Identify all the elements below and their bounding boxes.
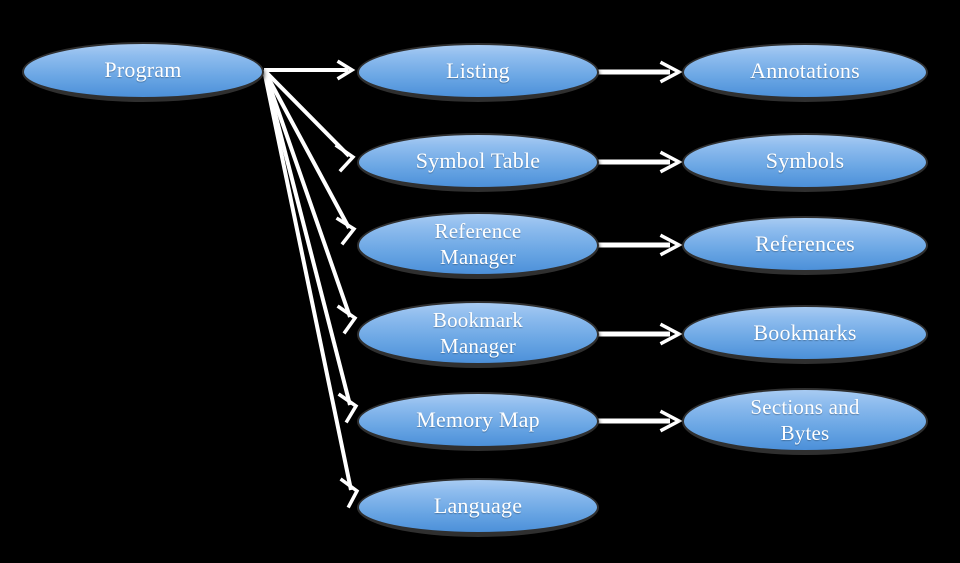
arrowhead-sections-and-bytes <box>659 409 683 433</box>
node-symbol-table[interactable]: Symbol Table <box>357 133 599 192</box>
node-annotations-label: Annotations <box>750 57 860 83</box>
edge-program-memory-map <box>262 69 352 406</box>
horizontal-arrowheads <box>659 60 683 433</box>
node-bookmarks-label: Bookmarks <box>753 319 857 345</box>
node-program-label: Program <box>104 57 182 83</box>
node-memory-map-label: Memory Map <box>416 406 540 432</box>
edge-program-symbol-table <box>262 68 351 158</box>
node-bookmark-manager[interactable]: Bookmark Manager <box>357 301 599 368</box>
arrowhead-bookmarks <box>659 322 683 346</box>
node-memory-map[interactable]: Memory Map <box>357 392 599 451</box>
edge-program-bookmark-manager <box>262 69 352 318</box>
node-sections-and-bytes-label: Sections and Bytes <box>750 394 860 445</box>
node-symbol-table-label: Symbol Table <box>415 147 541 173</box>
fanout-edges <box>262 68 353 491</box>
node-references-label: References <box>755 230 855 256</box>
arrowhead-annotations <box>659 60 683 84</box>
horizontal-edges <box>598 69 670 424</box>
arrowhead-bookmark-manager <box>336 304 358 335</box>
node-bookmarks[interactable]: Bookmarks <box>682 305 928 364</box>
edge-program-reference-manager <box>262 69 351 229</box>
node-language-label: Language <box>433 492 523 518</box>
node-symbols[interactable]: Symbols <box>682 133 928 192</box>
node-sections-and-bytes[interactable]: Sections and Bytes <box>682 388 928 455</box>
node-language[interactable]: Language <box>357 478 599 537</box>
node-reference-manager-label: Reference Manager <box>434 218 522 269</box>
arrowhead-language <box>339 477 360 509</box>
node-bookmark-manager-label: Bookmark Manager <box>432 307 524 358</box>
arrowhead-symbol-table <box>334 143 356 173</box>
node-listing-label: Listing <box>446 57 510 83</box>
arrowhead-references <box>659 233 683 257</box>
node-annotations[interactable]: Annotations <box>682 43 928 102</box>
arrowhead-reference-manager <box>335 216 357 246</box>
node-program[interactable]: Program <box>22 42 264 102</box>
arrowhead-memory-map <box>337 392 359 424</box>
fanout-arrowheads <box>334 59 360 509</box>
arrowhead-listing <box>336 59 356 81</box>
node-reference-manager[interactable]: Reference Manager <box>357 212 599 279</box>
node-listing[interactable]: Listing <box>357 43 599 102</box>
node-symbols-label: Symbols <box>765 147 845 173</box>
edge-program-language <box>262 69 353 491</box>
arrowhead-symbols <box>659 150 683 174</box>
node-references[interactable]: References <box>682 216 928 275</box>
